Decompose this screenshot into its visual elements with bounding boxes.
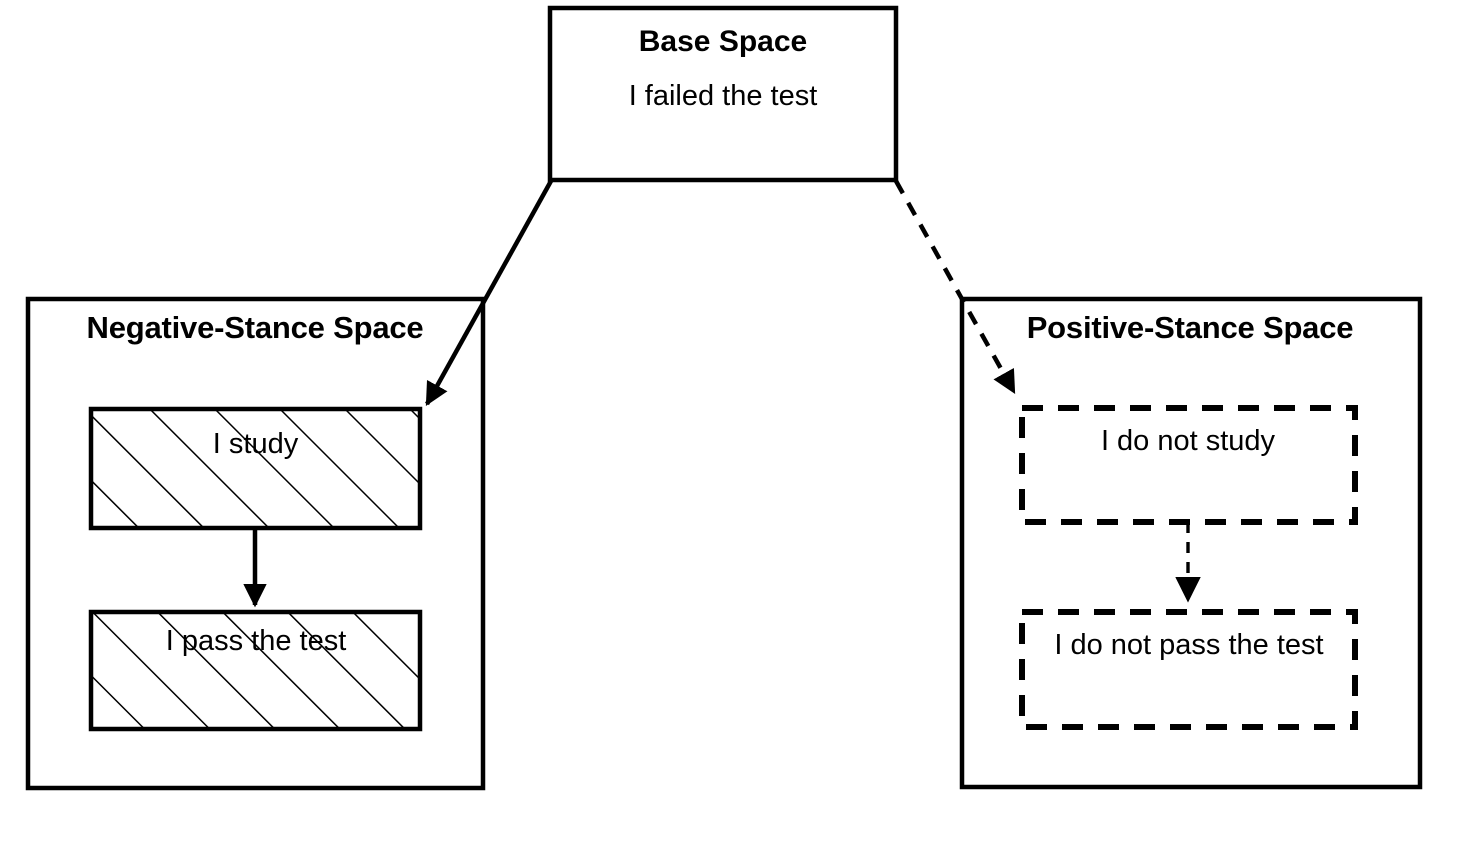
negative-stance-space-panel <box>25 296 486 791</box>
connector-base-to-positive <box>894 179 1016 395</box>
node-i-pass-the-test-box <box>88 609 423 732</box>
node-i-study-box <box>88 406 423 531</box>
positive-stance-space-panel <box>959 296 1423 790</box>
node-i-do-not-study-box <box>1019 405 1358 525</box>
connector-base-to-negative <box>425 179 553 407</box>
base-space-box <box>547 5 899 183</box>
node-i-do-not-pass-the-test-box <box>1019 609 1358 730</box>
